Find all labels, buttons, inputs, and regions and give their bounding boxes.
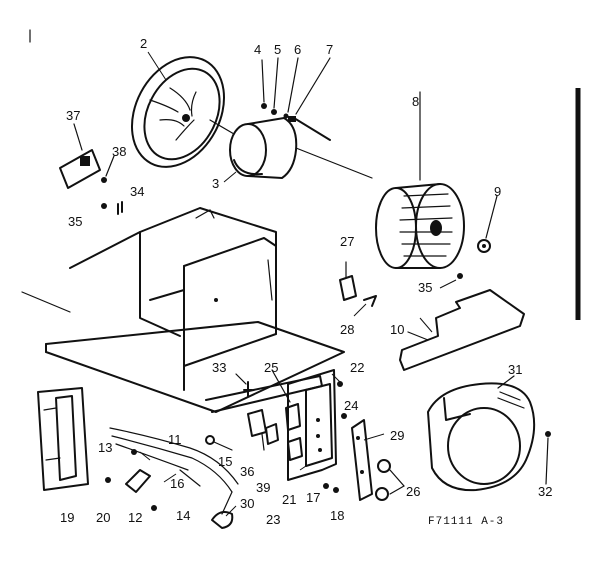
label-11: 11 (168, 432, 182, 447)
label-22: 22 (350, 360, 364, 375)
diagram-code: F71111 A-3 (428, 516, 504, 528)
housing-screw (545, 431, 551, 485)
label-37: 37 (66, 108, 80, 123)
label-21: 21 (282, 492, 296, 507)
label-5: 5 (274, 42, 281, 57)
label-29: 29 (390, 428, 404, 443)
label-17: 17 (306, 490, 320, 505)
label-38: 38 (112, 144, 126, 159)
blower-housing (427, 375, 536, 492)
label-39: 39 (256, 480, 270, 495)
panel-screws (323, 483, 339, 493)
chassis-base (21, 207, 345, 413)
fan-blade (130, 56, 226, 168)
bracket-screw (105, 477, 111, 483)
label-27: 27 (340, 234, 354, 249)
label-24: 24 (344, 398, 358, 413)
label-34: 34 (130, 184, 144, 199)
label-10: 10 (390, 322, 404, 337)
control-panel (271, 369, 347, 481)
label-33: 33 (212, 360, 226, 375)
thermostat (339, 261, 377, 307)
side-plate (351, 419, 373, 501)
label-18: 18 (330, 508, 344, 523)
label-15: 15 (218, 454, 232, 469)
mounting-plate (399, 273, 525, 371)
label-7: 7 (326, 42, 333, 57)
switch-bracket (59, 123, 123, 215)
cable-clamp (205, 435, 233, 451)
label-3: 3 (212, 176, 219, 191)
wiring-harness (109, 427, 239, 529)
blower-wheel (375, 91, 465, 269)
standoff (235, 373, 253, 397)
label-8: 8 (412, 94, 419, 109)
relay (247, 409, 279, 451)
label-19: 19 (60, 510, 74, 525)
label-6: 6 (294, 42, 301, 57)
label-26: 26 (406, 484, 420, 499)
label-9: 9 (494, 184, 501, 199)
label-25: 25 (264, 360, 278, 375)
label-32: 32 (538, 484, 552, 499)
label-13: 13 (98, 440, 112, 455)
label-35-top: 35 (68, 214, 82, 229)
motor-hardware (261, 57, 331, 141)
blower-nut (477, 195, 498, 253)
label-14: 14 (176, 508, 190, 523)
label-16: 16 (170, 476, 184, 491)
label-4: 4 (254, 42, 261, 57)
label-31: 31 (508, 362, 522, 377)
capacitor-nuts (375, 459, 405, 501)
label-36: 36 (240, 464, 254, 479)
label-35-right: 35 (418, 280, 432, 295)
label-20: 20 (96, 510, 110, 525)
part-labels: 2 4 5 6 7 37 38 34 35 3 8 9 27 28 35 10 … (60, 36, 552, 528)
motor (209, 117, 373, 179)
side-bracket (37, 387, 89, 491)
label-12: 12 (128, 510, 142, 525)
label-23: 23 (266, 512, 280, 527)
leader-lines (139, 51, 457, 517)
label-2: 2 (140, 36, 147, 51)
label-28: 28 (340, 322, 354, 337)
label-30: 30 (240, 496, 254, 511)
